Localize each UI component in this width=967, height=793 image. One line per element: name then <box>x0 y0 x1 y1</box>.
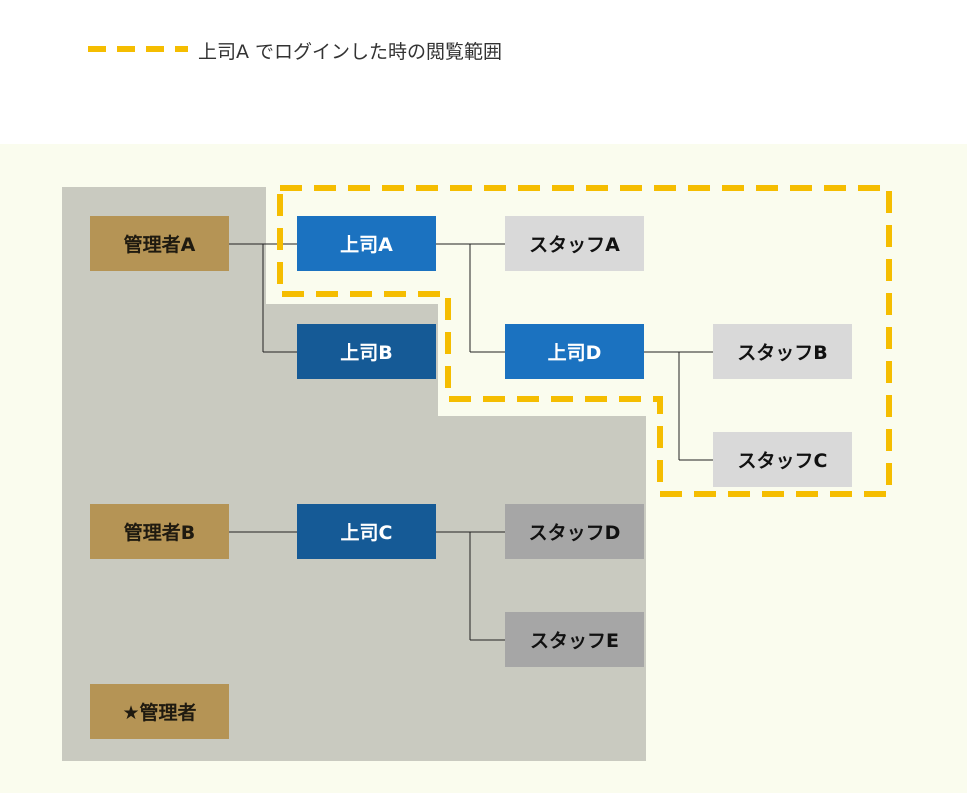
node-staff-c[interactable]: スタッフC <box>713 432 852 487</box>
legend-label: 上司A でログインした時の閲覧範囲 <box>198 41 503 63</box>
node-boss-c[interactable]: 上司C <box>297 504 436 559</box>
connector-lines <box>228 243 713 641</box>
node-admin-a[interactable]: 管理者A <box>90 216 229 271</box>
legend-dashed-line <box>88 46 188 52</box>
node-staff-a[interactable]: スタッフA <box>505 216 644 271</box>
node-staff-b[interactable]: スタッフB <box>713 324 852 379</box>
node-staff-e[interactable]: スタッフE <box>505 612 644 667</box>
node-boss-d[interactable]: 上司D <box>505 324 644 379</box>
node-admin-star[interactable]: ★管理者 <box>90 684 229 739</box>
out-of-scope-area <box>62 187 646 761</box>
node-staff-d[interactable]: スタッフD <box>505 504 644 559</box>
node-admin-b[interactable]: 管理者B <box>90 504 229 559</box>
visible-scope-outline <box>277 185 892 497</box>
org-chart-panel: 管理者A 上司A スタッフA 上司B 上司D スタッフB スタッフC 管理者B … <box>0 144 967 793</box>
node-boss-b[interactable]: 上司B <box>297 324 436 379</box>
node-boss-a[interactable]: 上司A <box>297 216 436 271</box>
